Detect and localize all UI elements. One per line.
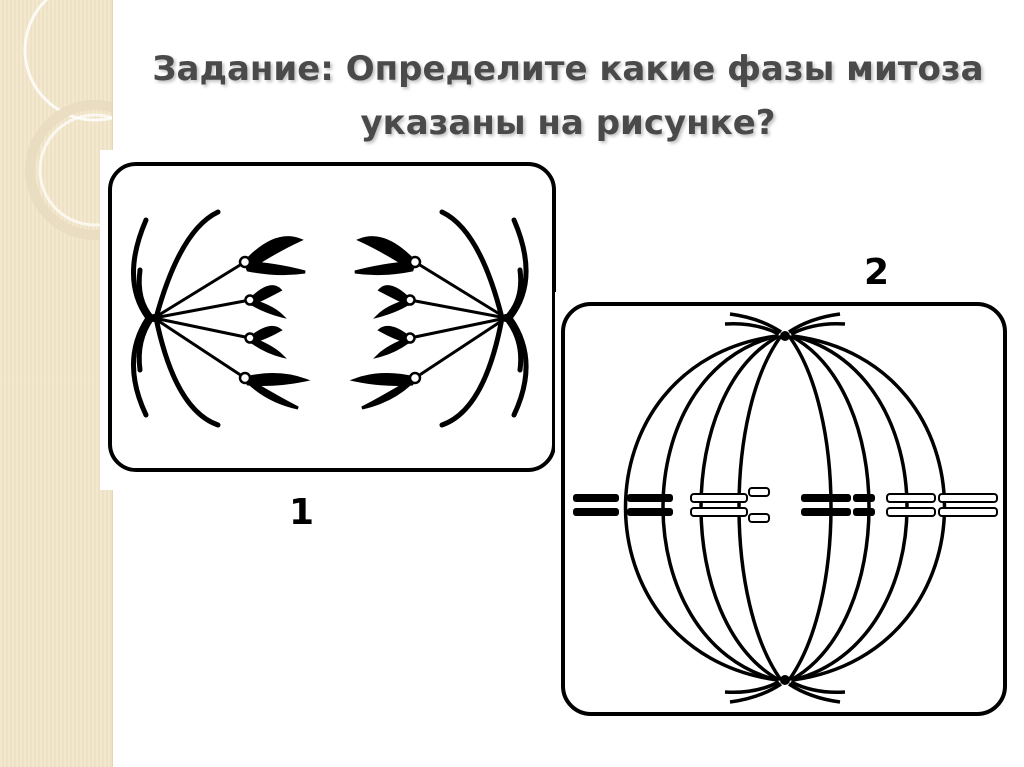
- title-line-2: указаны на рисунке?: [360, 103, 776, 143]
- decorative-side-strip: [0, 0, 113, 767]
- figure-1-drawing: [100, 150, 560, 490]
- decorative-circles: [23, 0, 112, 240]
- figure-1-label: 1: [289, 492, 315, 533]
- figure-1: [100, 150, 560, 490]
- figure-2-drawing: [555, 292, 1015, 722]
- figure-2: [555, 292, 1015, 722]
- figure-2-label: 2: [864, 252, 890, 293]
- slide-title: Задание: Определите какие фазы митоза ук…: [112, 42, 1024, 150]
- title-line-1: Задание: Определите какие фазы митоза: [152, 49, 984, 89]
